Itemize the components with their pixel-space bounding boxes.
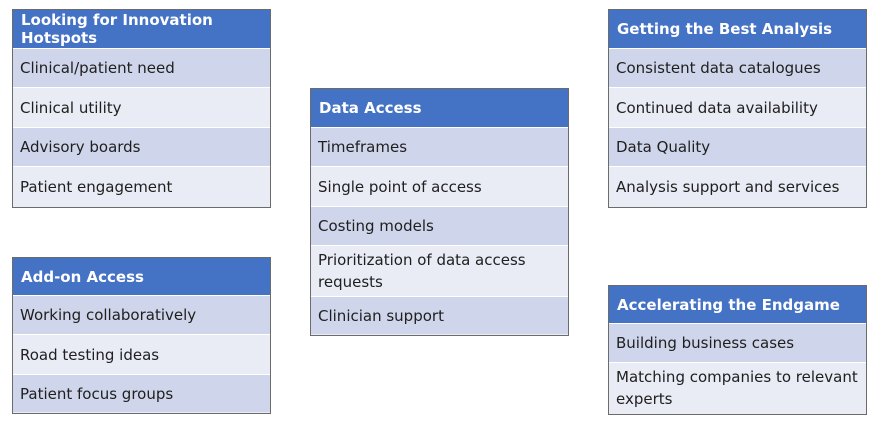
list-item: Single point of access [311,166,568,206]
card-title: Getting the Best Analysis [609,10,866,48]
list-item: Clinical utility [13,87,270,127]
card-data-access: Data Access Timeframes Single point of a… [310,88,569,336]
list-item: Clinical/patient need [13,48,270,87]
card-addon-access: Add-on Access Working collaboratively Ro… [12,257,271,414]
card-innovation-hotspots: Looking for Innovation Hotspots Clinical… [12,9,271,208]
card-title: Add-on Access [13,258,270,295]
list-item: Timeframes [311,127,568,166]
list-item: Working collaboratively [13,295,270,334]
list-item: Analysis support and services [609,166,866,206]
list-item: Matching companies to relevant experts [609,362,866,413]
card-accelerating-endgame: Accelerating the Endgame Building busine… [608,285,867,415]
list-item: Clinician support [311,296,568,334]
card-title: Looking for Innovation Hotspots [13,10,270,48]
card-best-analysis: Getting the Best Analysis Consistent dat… [608,9,867,208]
list-item: Advisory boards [13,127,270,166]
list-item: Building business cases [609,323,866,362]
list-item: Costing models [311,206,568,245]
list-item: Prioritization of data access requests [311,245,568,296]
list-item: Patient engagement [13,166,270,206]
list-item: Road testing ideas [13,334,270,374]
list-item: Patient focus groups [13,374,270,412]
list-item: Data Quality [609,127,866,166]
card-title: Accelerating the Endgame [609,286,866,323]
card-title: Data Access [311,89,568,127]
list-item: Consistent data catalogues [609,48,866,87]
list-item: Continued data availability [609,87,866,127]
